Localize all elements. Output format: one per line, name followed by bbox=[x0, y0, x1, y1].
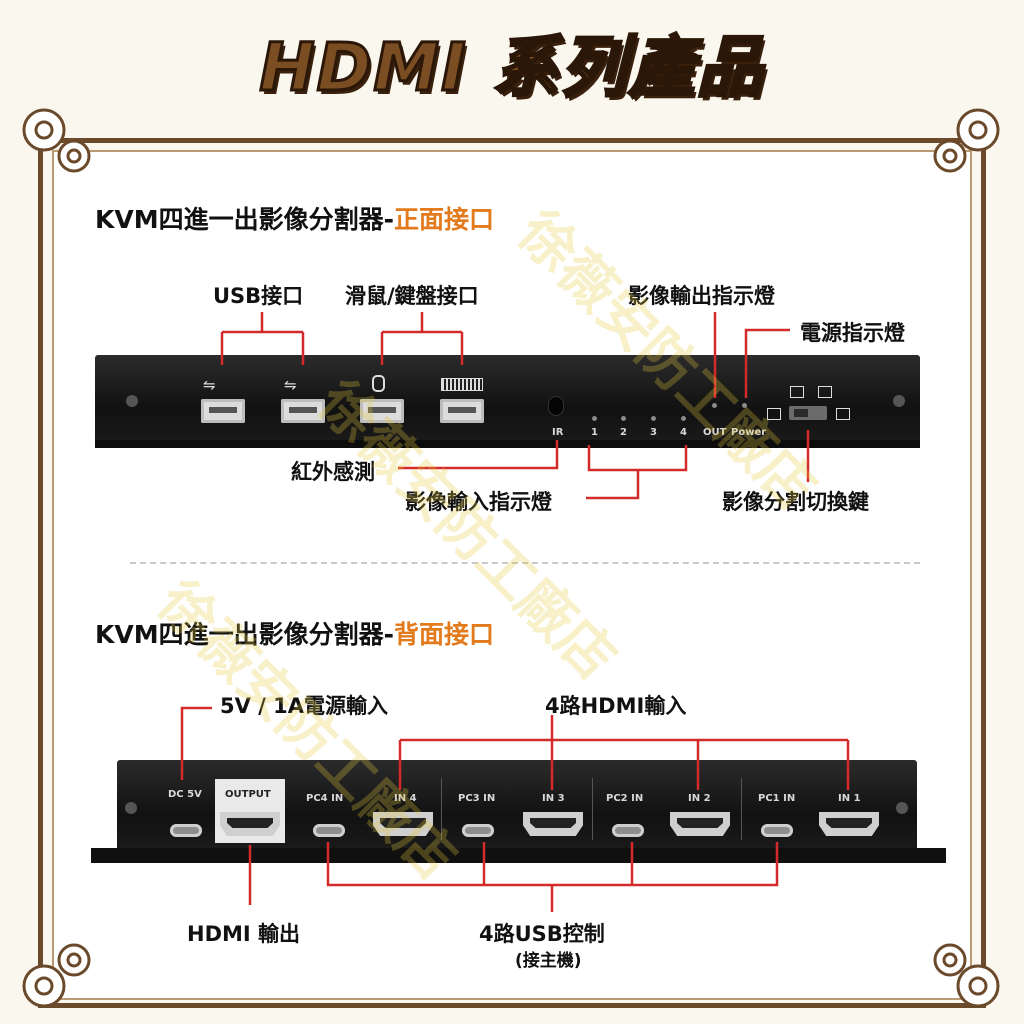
input-num-4: 4 bbox=[680, 427, 687, 438]
input-led-3 bbox=[651, 416, 656, 421]
output-led bbox=[712, 403, 717, 408]
layout-split-icon bbox=[767, 408, 781, 420]
usb-icon: ⇋ bbox=[203, 376, 216, 394]
in2-device-label: IN 2 bbox=[688, 793, 711, 804]
label-output-indicator: 影像輸出指示燈 bbox=[628, 284, 775, 308]
dc-device-label: DC 5V bbox=[168, 789, 202, 800]
front-device-base bbox=[95, 440, 920, 448]
gear-icon bbox=[22, 943, 91, 1008]
input-num-2: 2 bbox=[620, 427, 627, 438]
gear-icon bbox=[933, 108, 1000, 173]
input-led-4 bbox=[681, 416, 686, 421]
hdmi-output-port bbox=[220, 812, 280, 836]
input-led-1 bbox=[592, 416, 597, 421]
keyboard-port bbox=[440, 399, 484, 423]
callout-mouse-keyboard bbox=[380, 312, 464, 365]
in4-device-label: IN 4 bbox=[394, 793, 417, 804]
pc4-usb-port bbox=[313, 824, 345, 837]
callout-power-input bbox=[180, 706, 212, 780]
port-group-divider bbox=[592, 778, 593, 840]
front-title-highlight: 正面接口 bbox=[393, 205, 494, 234]
usb-port bbox=[281, 399, 325, 423]
in3-device-label: IN 3 bbox=[542, 793, 565, 804]
port-group-divider bbox=[441, 778, 442, 840]
pc1-usb-port bbox=[761, 824, 793, 837]
usb-port bbox=[201, 399, 245, 423]
input-num-3: 3 bbox=[650, 427, 657, 438]
back-section-title: KVM四進一出影像分割器-背面接口 bbox=[95, 615, 494, 651]
screw-icon bbox=[126, 395, 138, 407]
front-title-main: KVM四進一出影像分割器- bbox=[95, 205, 394, 234]
port-group-divider bbox=[741, 778, 742, 840]
gear-icon bbox=[933, 943, 1000, 1008]
ir-sensor-window bbox=[549, 397, 563, 415]
pc1-device-label: PC1 IN bbox=[758, 793, 796, 804]
front-section-title: KVM四進一出影像分割器-正面接口 bbox=[95, 200, 494, 236]
pc4-device-label: PC4 IN bbox=[306, 793, 344, 804]
label-hdmi-inputs: 4路HDMI輸入 bbox=[545, 694, 687, 718]
layout-grid-icon bbox=[818, 386, 832, 398]
layout-pip-icon bbox=[836, 408, 850, 420]
layout-quad-icon bbox=[790, 386, 804, 398]
callout-usb-control bbox=[326, 842, 779, 912]
dc-power-port bbox=[170, 824, 202, 837]
callout-hdmi-inputs bbox=[398, 715, 850, 790]
back-title-main: KVM四進一出影像分割器- bbox=[95, 620, 394, 649]
label-hdmi-output: HDMI 輸出 bbox=[187, 922, 301, 946]
mouse-port bbox=[360, 399, 404, 423]
hdmi-in2-port bbox=[670, 812, 730, 836]
label-power-indicator: 電源指示燈 bbox=[800, 321, 905, 345]
pc3-usb-port bbox=[462, 824, 494, 837]
back-title-highlight: 背面接口 bbox=[393, 620, 494, 649]
gear-icon bbox=[22, 108, 91, 173]
input-led-2 bbox=[621, 416, 626, 421]
label-usb-port: USB接口 bbox=[213, 284, 304, 308]
power-device-label: Power bbox=[731, 427, 767, 438]
mouse-icon bbox=[372, 375, 385, 392]
output-device-label: OUTPUT bbox=[225, 789, 271, 800]
label-usb-control-sub: (接主機) bbox=[515, 951, 582, 971]
section-divider bbox=[130, 562, 920, 564]
screw-icon bbox=[896, 802, 908, 814]
label-input-indicator: 影像輸入指示燈 bbox=[405, 490, 552, 514]
in1-device-label: IN 1 bbox=[838, 793, 861, 804]
power-led bbox=[742, 403, 747, 408]
ir-device-label: IR bbox=[552, 427, 564, 438]
label-split-switch: 影像分割切換鍵 bbox=[722, 490, 869, 514]
callout-power-led bbox=[744, 328, 790, 398]
screw-icon bbox=[893, 395, 905, 407]
input-num-1: 1 bbox=[591, 427, 598, 438]
back-device-base bbox=[91, 848, 946, 863]
hdmi-in4-port bbox=[373, 812, 433, 836]
outer-frame bbox=[38, 138, 986, 1008]
pc2-device-label: PC2 IN bbox=[606, 793, 644, 804]
hdmi-in3-port bbox=[523, 812, 583, 836]
usb-icon: ⇋ bbox=[284, 376, 297, 394]
label-ir-sensor: 紅外感測 bbox=[291, 460, 375, 484]
banner-title: HDMI 系列產品 bbox=[258, 28, 765, 108]
keyboard-icon bbox=[441, 378, 483, 391]
label-power-input: 5V / 1A電源輸入 bbox=[220, 694, 389, 718]
split-switch-slider bbox=[794, 409, 808, 417]
callout-ir bbox=[398, 440, 559, 470]
pc3-device-label: PC3 IN bbox=[458, 793, 496, 804]
screw-icon bbox=[125, 802, 137, 814]
out-device-label: OUT bbox=[703, 427, 727, 438]
hdmi-in1-port bbox=[819, 812, 879, 836]
callout-input-led bbox=[586, 445, 688, 500]
pc2-usb-port bbox=[612, 824, 644, 837]
callout-usb bbox=[220, 312, 305, 365]
label-usb-control: 4路USB控制 bbox=[479, 922, 605, 946]
label-mouse-keyboard-port: 滑鼠/鍵盤接口 bbox=[345, 284, 479, 308]
